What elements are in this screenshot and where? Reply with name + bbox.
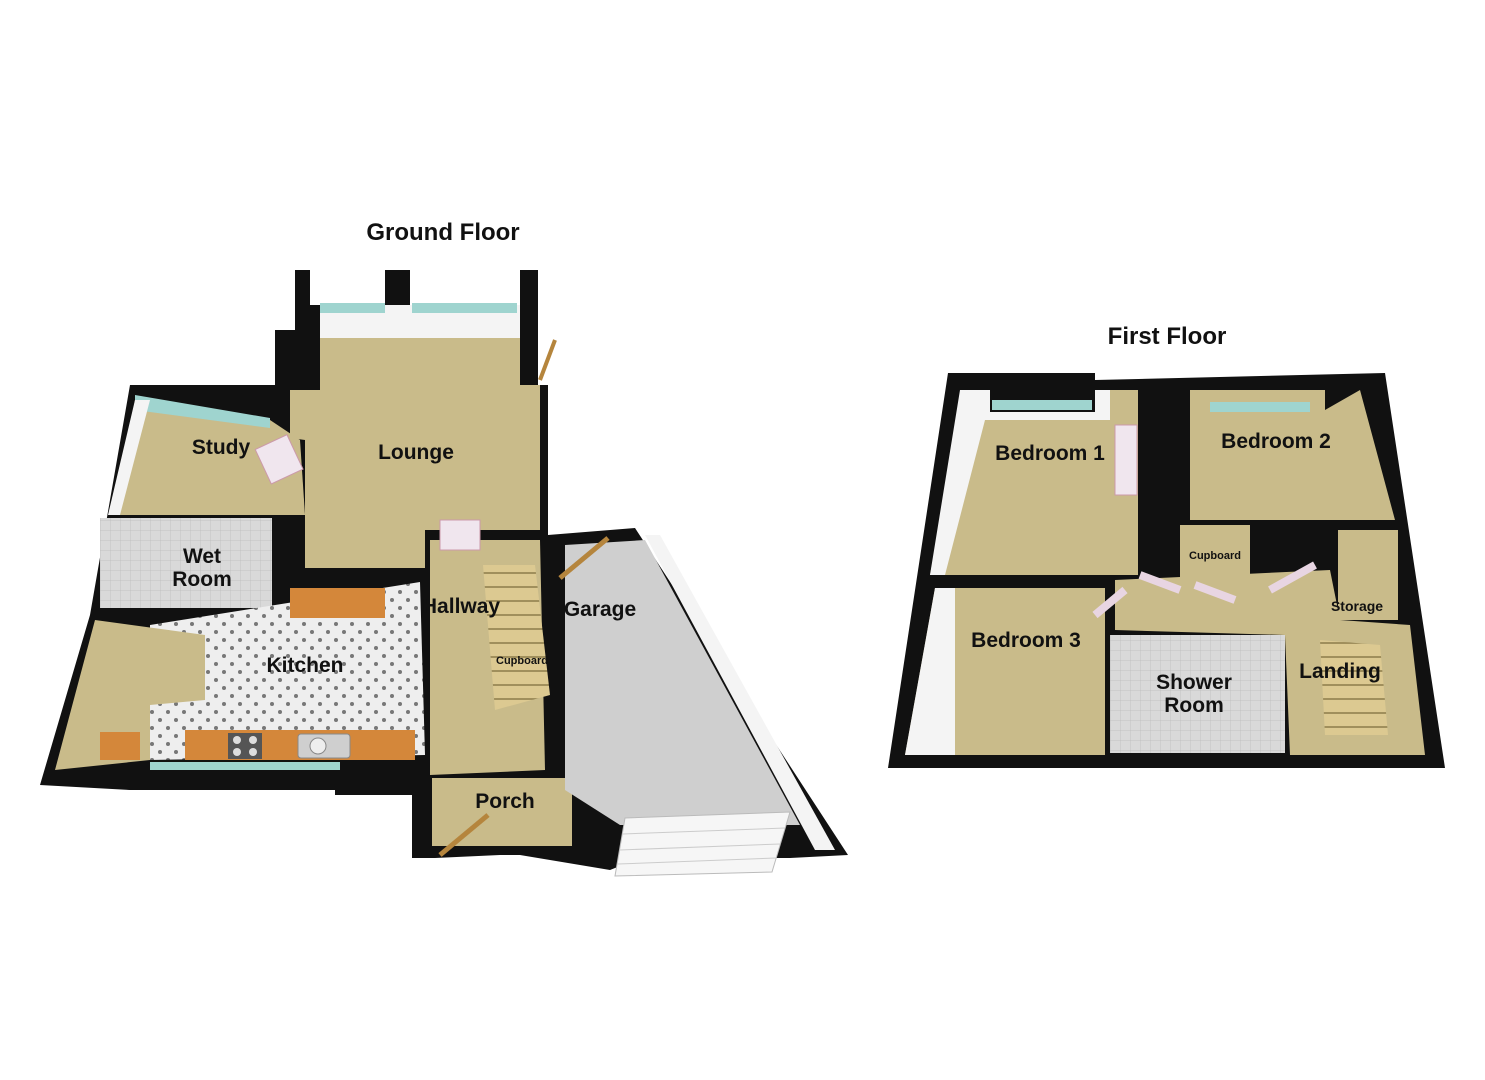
garage-door[interactable] <box>614 811 791 877</box>
door[interactable] <box>538 339 557 381</box>
sink-icon <box>297 733 351 759</box>
study-left-wall <box>108 400 150 515</box>
kitchen-floor <box>150 582 425 760</box>
room-label-study: Study <box>192 436 251 459</box>
first-floor: First Floor Bedroom 1 Bedroom 2 Bedroom … <box>888 323 1445 768</box>
room-label-kitchen: Kitchen <box>266 654 343 677</box>
kitchen-worktop <box>290 588 385 618</box>
garage-floor <box>565 540 800 825</box>
door[interactable] <box>439 519 481 551</box>
bedroom-2-window <box>1210 402 1310 412</box>
room-label-cupboard: Cupboard <box>496 655 548 667</box>
door[interactable] <box>558 536 610 580</box>
storage-floor <box>1338 530 1398 620</box>
lounge-window <box>412 303 517 313</box>
porch-floor <box>432 778 572 846</box>
room-label-storage: Storage <box>1331 598 1383 614</box>
wet-room-floor <box>100 518 272 608</box>
cupboard-floor <box>1180 525 1250 580</box>
door[interactable] <box>438 813 490 857</box>
shower-room-floor <box>1110 635 1285 753</box>
door[interactable] <box>1114 424 1138 496</box>
room-label-landing: Landing <box>1299 660 1381 683</box>
bedroom-1-window <box>992 400 1092 410</box>
door[interactable] <box>1193 581 1237 604</box>
lounge-window <box>320 303 385 313</box>
ground-floor-title: Ground Floor <box>366 219 519 246</box>
room-label-bedroom-2: Bedroom 2 <box>1221 430 1331 453</box>
bedroom-3-wall <box>905 588 955 755</box>
study-back-wall <box>135 395 270 428</box>
door[interactable] <box>254 434 304 485</box>
door[interactable] <box>1268 561 1317 594</box>
room-label-garage: Garage <box>564 598 636 621</box>
bedroom-1-wall <box>930 390 1110 575</box>
kitchen-worktop <box>100 732 140 760</box>
study-floor <box>115 400 305 515</box>
kitchen-left-area <box>55 620 205 770</box>
stairs <box>1320 640 1388 735</box>
room-label-lounge: Lounge <box>378 441 454 464</box>
lounge-back-wall <box>320 305 520 338</box>
room-label-shower-room: Room <box>1164 694 1224 717</box>
kitchen-window <box>150 762 340 770</box>
door[interactable] <box>1138 571 1182 594</box>
room-label-bedroom-1: Bedroom 1 <box>995 442 1105 465</box>
hob-icon <box>228 733 262 759</box>
room-label-wet-room: Wet <box>183 545 221 568</box>
door[interactable] <box>1092 586 1128 619</box>
room-label-shower-room: Shower <box>1156 671 1232 694</box>
room-label-porch: Porch <box>475 790 535 813</box>
garage-side-wall <box>645 535 835 850</box>
ground-floor: Ground Floor Lounge Study Wet Room Kitch… <box>40 219 848 877</box>
stairs <box>483 565 550 710</box>
first-floor-title: First Floor <box>1108 323 1227 350</box>
lounge-floor <box>290 338 540 568</box>
bedroom-2-floor <box>1190 390 1395 520</box>
room-label-cupboard: Cupboard <box>1189 550 1241 562</box>
room-label-bedroom-3: Bedroom 3 <box>971 629 1081 652</box>
room-label-hallway: Hallway <box>422 595 501 618</box>
bedroom-1-floor <box>930 390 1138 575</box>
room-label-wet-room: Room <box>172 568 232 591</box>
